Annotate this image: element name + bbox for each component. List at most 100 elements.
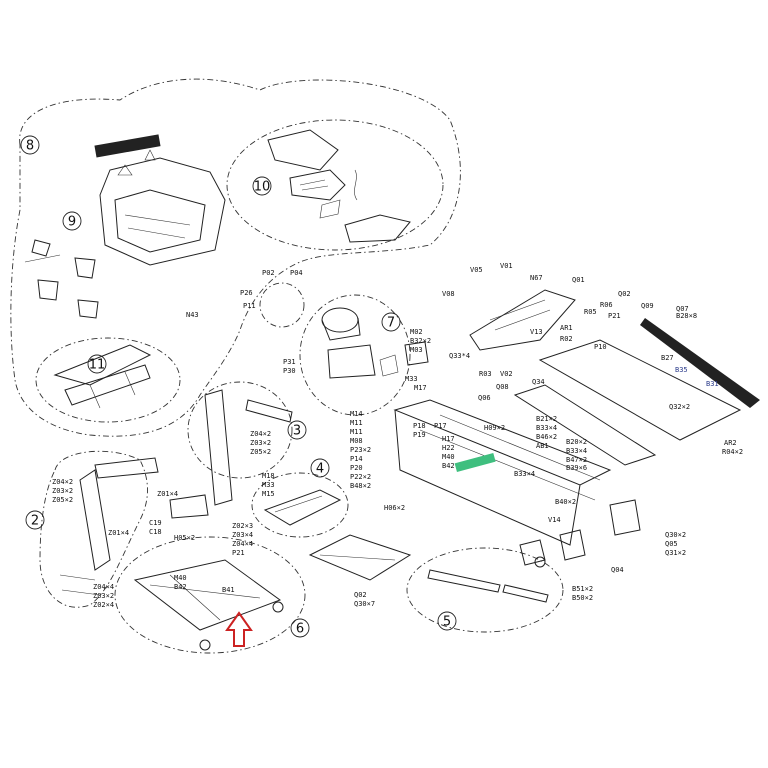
part-label: B50×2	[572, 594, 593, 602]
motor-assembly	[321, 307, 429, 379]
part-label: B46×2	[536, 433, 557, 441]
group-number-circle	[87, 354, 107, 374]
group-number: 6	[296, 622, 304, 637]
part-label: Z05×2	[250, 448, 271, 456]
side-accessories	[24, 239, 99, 319]
upright-right	[169, 389, 293, 519]
part-label: P21	[608, 312, 621, 320]
part-label: M18	[262, 472, 275, 480]
part-label: Z04×4	[232, 540, 253, 548]
part-label: Q32×2	[669, 403, 690, 411]
motor-plate	[263, 489, 342, 526]
part-label: V08	[442, 290, 455, 298]
part-label: Z02×3	[232, 522, 253, 530]
part-label: R02	[560, 335, 573, 343]
part-label: P10	[594, 343, 607, 351]
part-label: B42	[442, 462, 455, 470]
part-label: B39×6	[566, 464, 587, 472]
group-outline-7	[299, 294, 411, 416]
part-label: H09×2	[484, 424, 505, 432]
group-number: 9	[68, 215, 76, 230]
deck-and-rails	[469, 289, 760, 561]
part-label: P31	[283, 358, 296, 366]
part-label: AR2	[724, 439, 737, 447]
part-label: P26	[240, 289, 253, 297]
part-label: P30	[283, 367, 296, 375]
part-label: V01	[500, 262, 513, 270]
part-label: B33×4	[536, 424, 557, 432]
part-label: Q05	[665, 540, 678, 548]
group-number-circle	[287, 420, 307, 440]
part-label: R03	[479, 370, 492, 378]
group-number-circle	[290, 618, 310, 638]
part-label: Z04×2	[250, 430, 271, 438]
group-number: 7	[387, 316, 395, 331]
group-outline-2	[39, 450, 148, 608]
part-label: Q02	[354, 591, 367, 599]
part-label: B42	[174, 583, 187, 591]
group-outline-4	[251, 472, 349, 538]
part-label: M11	[350, 428, 363, 436]
part-label: P19	[413, 431, 426, 439]
part-label: H17	[442, 435, 455, 443]
part-label: R06	[600, 301, 613, 309]
part-label: B40×2	[555, 498, 576, 506]
part-label: V02	[500, 370, 513, 378]
part-label: M40	[442, 453, 455, 461]
part-label: Z04×4	[93, 583, 114, 591]
part-label: Q30×2	[665, 531, 686, 539]
group-number: 10	[254, 180, 271, 195]
part-label: B33×4	[514, 470, 535, 478]
part-label: Z03×4	[232, 531, 253, 539]
group-number: 5	[443, 615, 451, 630]
part-label: C18	[149, 528, 162, 536]
part-label: Z01×4	[157, 490, 178, 498]
part-label: M40	[174, 574, 187, 582]
part-label: M17	[414, 384, 427, 392]
part-label: C19	[149, 519, 162, 527]
part-label: P23×2	[350, 446, 371, 454]
part-label: N67	[530, 274, 543, 282]
computer-panel	[267, 129, 411, 243]
part-label: Q07	[676, 305, 689, 313]
part-label: Q33*4	[449, 352, 470, 360]
part-label: P11	[243, 302, 256, 310]
part-label: M33	[405, 375, 418, 383]
group-outline-8	[10, 78, 461, 437]
part-label: AB1	[536, 442, 549, 450]
part-label: Q31×2	[665, 549, 686, 557]
part-label: Z02×4	[93, 601, 114, 609]
group-number: 4	[316, 462, 324, 477]
part-label: P22×2	[350, 473, 371, 481]
part-label: M03	[410, 346, 423, 354]
group-number-circle	[20, 135, 40, 155]
part-label: V14	[548, 516, 561, 524]
part-label: P18	[413, 422, 426, 430]
part-label: B35	[675, 366, 688, 374]
part-label: H06×2	[384, 504, 405, 512]
part-label: H22	[442, 444, 455, 452]
up-arrow-icon	[225, 611, 253, 647]
part-label: Q01	[572, 276, 585, 284]
group-outline-11	[35, 337, 181, 423]
group-outline-P02	[259, 282, 305, 328]
part-label: Q04	[611, 566, 624, 574]
part-label: Z03×2	[52, 487, 73, 495]
group-number-circle	[310, 458, 330, 478]
part-label: P20	[350, 464, 363, 472]
group-number-circle	[381, 312, 401, 332]
part-label: Q09	[641, 302, 654, 310]
part-label: M15	[262, 490, 275, 498]
part-label: B47×2	[566, 456, 587, 464]
part-label: P02	[262, 269, 275, 277]
part-label: B32×2	[410, 337, 431, 345]
part-label: AR1	[560, 324, 573, 332]
rollers	[427, 569, 549, 603]
part-label: Q06	[478, 394, 491, 402]
part-label: B31	[706, 380, 719, 388]
part-label: V05	[470, 266, 483, 274]
part-label: P17	[434, 422, 447, 430]
